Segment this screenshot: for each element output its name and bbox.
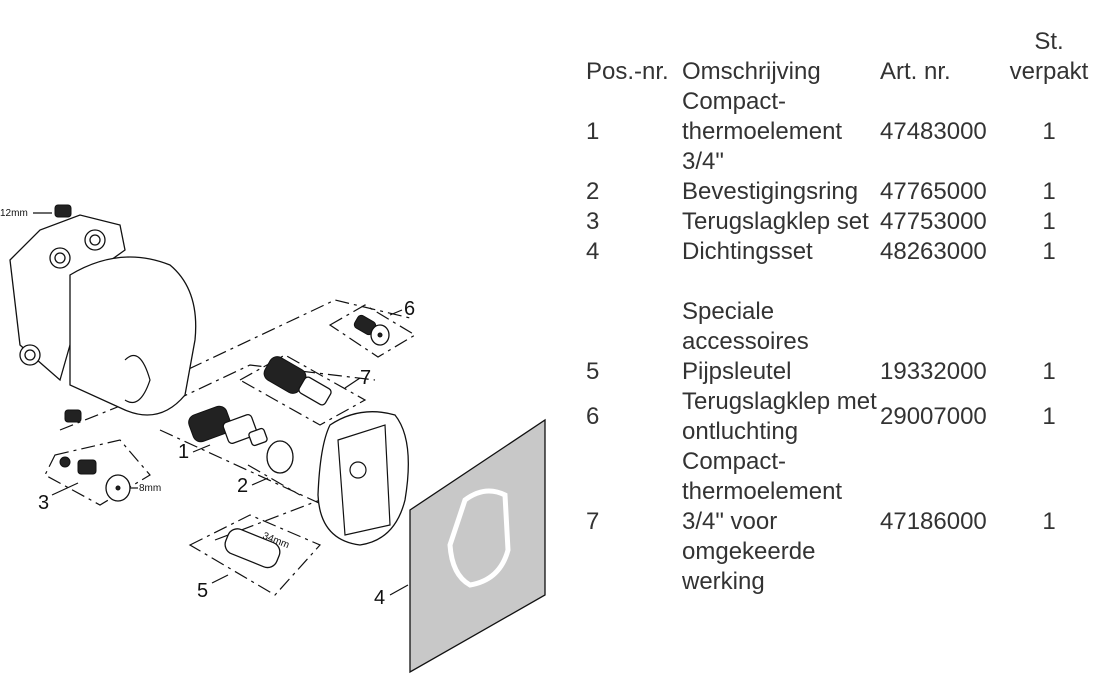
cell-article: 47765000 bbox=[880, 178, 987, 205]
svg-text:3: 3 bbox=[38, 492, 49, 514]
cell-pos: 7 bbox=[586, 508, 600, 535]
svg-text:5: 5 bbox=[197, 580, 208, 602]
table-row: 2 Bevestigingsring 47765000 1 bbox=[586, 177, 1094, 207]
table-row: 3 Terugslagklep set 47753000 1 bbox=[586, 207, 1094, 237]
cell-qty: 1 bbox=[1042, 403, 1056, 430]
cell-pos: 4 bbox=[586, 238, 600, 265]
svg-text:1: 1 bbox=[178, 441, 189, 463]
svg-text:8mm: 8mm bbox=[139, 483, 161, 494]
header-article: Art. nr. bbox=[880, 58, 951, 85]
parts-table: Pos.-nr. Omschrijving Art. nr. St. verpa… bbox=[586, 27, 1094, 597]
table-row: 4 Dichtingsset 48263000 1 bbox=[586, 237, 1094, 267]
part-7-reverse-thermoelement: 7 bbox=[238, 354, 371, 426]
cell-article: 47483000 bbox=[880, 118, 987, 145]
svg-text:6: 6 bbox=[404, 298, 415, 320]
section-title-row: Speciale accessoires bbox=[586, 297, 1094, 357]
cell-description: Dichtingsset bbox=[682, 238, 813, 265]
cell-description: Compact-thermoelement 3/4" voor omgekeer… bbox=[682, 448, 843, 595]
cell-description: Bevestigingsring bbox=[682, 178, 859, 205]
part-2-mounting-ring: 2 bbox=[237, 440, 301, 497]
cell-qty: 1 bbox=[1042, 178, 1056, 205]
part-6-vented-check-valve: 6 bbox=[328, 298, 417, 358]
cell-qty: 1 bbox=[1042, 508, 1056, 535]
part-5-pipe-wrench: 34mm 5 bbox=[188, 514, 322, 602]
cell-qty: 1 bbox=[1042, 238, 1056, 265]
svg-text:2: 2 bbox=[237, 475, 248, 497]
svg-text:7: 7 bbox=[360, 367, 371, 389]
header-description: Omschrijving bbox=[682, 58, 821, 85]
part-1-thermoelement: 1 bbox=[178, 405, 268, 463]
cell-qty: 1 bbox=[1042, 118, 1056, 145]
cell-article: 29007000 bbox=[880, 403, 987, 430]
header-qty: St. verpakt bbox=[1009, 28, 1089, 85]
exploded-parts-diagram: 12mm 1 2 8mm 3 34mm 5 bbox=[0, 204, 546, 674]
cell-description: Terugslagklep met ontluchting bbox=[682, 388, 877, 445]
cover-plate bbox=[317, 411, 409, 546]
table-row: 1 Compact-thermoelement 3/4" 47483000 1 bbox=[586, 87, 1094, 177]
header-pos: Pos.-nr. bbox=[586, 58, 669, 85]
part-4-sealing-plate: 4 bbox=[374, 418, 546, 674]
cell-description: Pijpsleutel bbox=[682, 358, 792, 385]
cell-pos: 6 bbox=[586, 403, 600, 430]
cell-qty: 1 bbox=[1042, 358, 1056, 385]
table-row: 6 Terugslagklep met ontluchting 29007000… bbox=[586, 387, 1094, 447]
cell-qty: 1 bbox=[1042, 208, 1056, 235]
spacer-row bbox=[586, 267, 1094, 297]
cell-pos: 1 bbox=[586, 118, 600, 145]
cell-article: 47753000 bbox=[880, 208, 987, 235]
cell-article: 48263000 bbox=[880, 238, 987, 265]
cell-article: 47186000 bbox=[880, 508, 987, 535]
part-3-check-valve-set: 8mm 3 bbox=[38, 439, 161, 514]
table-header-row: Pos.-nr. Omschrijving Art. nr. St. verpa… bbox=[586, 27, 1094, 87]
svg-text:4: 4 bbox=[374, 587, 385, 609]
table-row: 7 Compact-thermoelement 3/4" voor omgeke… bbox=[586, 447, 1094, 597]
cell-description: Compact-thermoelement 3/4" bbox=[682, 88, 843, 175]
svg-text:12mm: 12mm bbox=[0, 208, 28, 219]
cell-pos: 2 bbox=[586, 178, 600, 205]
plug-wrench-dimension: 12mm bbox=[0, 208, 52, 219]
section-title: Speciale accessoires bbox=[682, 298, 809, 355]
cell-pos: 5 bbox=[586, 358, 600, 385]
cell-article: 19332000 bbox=[880, 358, 987, 385]
cell-description: Terugslagklep set bbox=[682, 208, 869, 235]
cell-pos: 3 bbox=[586, 208, 600, 235]
table-row: 5 Pijpsleutel 19332000 1 bbox=[586, 357, 1094, 387]
mounting-box bbox=[9, 204, 197, 423]
